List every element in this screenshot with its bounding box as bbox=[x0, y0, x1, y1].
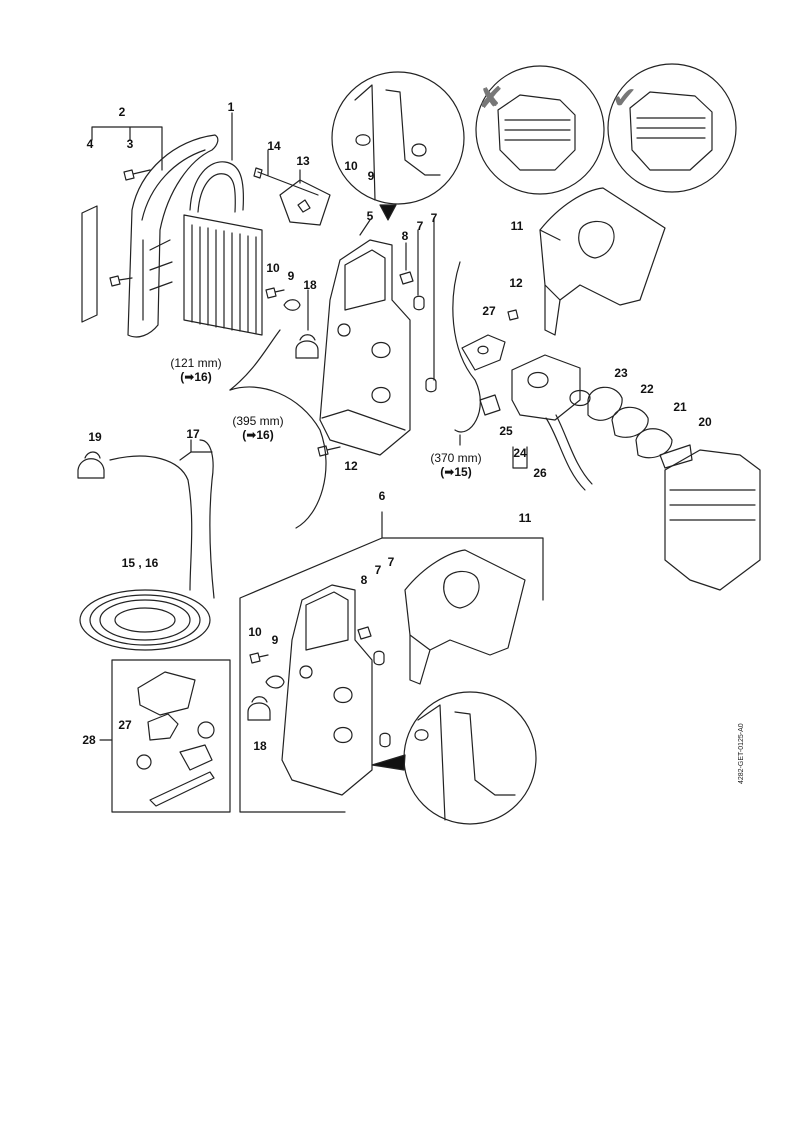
callout-20: 20 bbox=[698, 415, 712, 429]
decal-label bbox=[81, 205, 98, 323]
carburetor-housing-upper bbox=[319, 239, 411, 456]
callout-23: 23 bbox=[614, 366, 628, 380]
bracket-13 bbox=[279, 179, 331, 226]
primer-bulb-18-lower bbox=[247, 696, 271, 721]
hose-395-length: (395 mm) bbox=[232, 414, 284, 428]
check-mark-icon: ✔ bbox=[612, 81, 637, 116]
spacer-7-upper-a bbox=[413, 295, 425, 311]
callout-18-upper: 18 bbox=[303, 278, 317, 292]
callout-10-detail: 10 bbox=[344, 159, 358, 173]
gasket-27-upper bbox=[461, 334, 506, 371]
callout-22: 22 bbox=[640, 382, 654, 396]
callout-24: 24 bbox=[513, 446, 527, 460]
hose-121-length: (121 mm) bbox=[170, 356, 222, 370]
callout-18-lower: 18 bbox=[253, 739, 267, 753]
callout-3: 3 bbox=[126, 137, 134, 151]
callout-11-lower: 11 bbox=[518, 511, 532, 525]
detail-circle-housing bbox=[331, 71, 465, 221]
engine-partial bbox=[664, 449, 761, 591]
callout-21: 21 bbox=[673, 400, 687, 414]
callout-1: 1 bbox=[227, 100, 235, 114]
callout-8-upper: 8 bbox=[401, 229, 409, 243]
callout-4: 4 bbox=[86, 137, 94, 151]
callout-13: 13 bbox=[296, 154, 310, 168]
callout-6: 6 bbox=[378, 489, 386, 503]
callout-28: 28 bbox=[82, 733, 96, 747]
screw-10-lower bbox=[249, 652, 269, 664]
carburetor-housing-lower bbox=[281, 584, 373, 796]
callout-11-upper: 11 bbox=[510, 219, 524, 233]
hose-370-note: (370 mm) (➡15) bbox=[430, 451, 481, 479]
kit-box-28 bbox=[111, 659, 231, 813]
spacer-7-lower-b bbox=[379, 732, 391, 748]
hose-370-ref: (➡15) bbox=[440, 465, 472, 479]
hose-121-note: (121 mm) (➡16) bbox=[170, 356, 221, 384]
hose-coil bbox=[79, 589, 211, 651]
hose-370-length: (370 mm) bbox=[430, 451, 482, 465]
cover-11-lower bbox=[404, 549, 526, 685]
nut-8-upper bbox=[399, 271, 414, 285]
intake-parts bbox=[569, 386, 693, 469]
leader-lines bbox=[91, 112, 561, 813]
spacer-7-upper-b bbox=[425, 377, 437, 393]
screw-12-lower bbox=[317, 445, 341, 457]
callout-9-detail: 9 bbox=[367, 169, 375, 183]
carburetor bbox=[479, 354, 581, 421]
screw-12-upper bbox=[507, 309, 519, 321]
detail-circle-housing-lower bbox=[371, 691, 537, 825]
callout-5: 5 bbox=[366, 209, 374, 223]
screw-3 bbox=[123, 169, 151, 181]
screw-3b bbox=[109, 275, 133, 287]
callout-27-upper: 27 bbox=[482, 304, 496, 318]
wrong-mark-icon: ✘ bbox=[478, 81, 503, 116]
callout-10-lower: 10 bbox=[248, 625, 262, 639]
nut-8-lower bbox=[357, 626, 372, 640]
callout-25: 25 bbox=[499, 424, 513, 438]
callout-7-upper-a: 7 bbox=[416, 219, 424, 233]
filter-cover bbox=[127, 134, 219, 338]
screw-10-upper bbox=[265, 287, 285, 299]
hose-370 bbox=[452, 261, 481, 433]
hose-395-ref: (➡16) bbox=[242, 428, 274, 442]
callout-7-upper-b: 7 bbox=[430, 211, 438, 225]
spacer-7-lower-a bbox=[373, 650, 385, 666]
callout-15-16: 15 , 16 bbox=[121, 556, 159, 570]
hose-26 bbox=[545, 414, 593, 491]
callout-27-kit: 27 bbox=[118, 718, 132, 732]
callout-10-upper: 10 bbox=[266, 261, 280, 275]
hose-395-note: (395 mm) (➡16) bbox=[232, 414, 283, 442]
primer-bulb-19 bbox=[77, 451, 105, 479]
callout-17: 17 bbox=[186, 427, 200, 441]
grommet-9-upper bbox=[283, 299, 301, 311]
primer-bulb-18-upper bbox=[295, 334, 319, 359]
document-id: 4282-GET-0125-A0 bbox=[738, 723, 745, 784]
hose-long-395 bbox=[229, 386, 327, 529]
callout-8-lower: 8 bbox=[360, 573, 368, 587]
bolt-14 bbox=[253, 167, 319, 196]
callout-12-upper: 12 bbox=[509, 276, 523, 290]
cover-11-upper bbox=[539, 187, 666, 336]
callout-9-upper: 9 bbox=[287, 269, 295, 283]
hose-upper-short bbox=[229, 329, 281, 391]
hose-121-ref: (➡16) bbox=[180, 370, 212, 384]
callout-12-lower: 12 bbox=[344, 459, 358, 473]
detail-circle-wrong bbox=[475, 65, 605, 195]
callout-9-lower: 9 bbox=[271, 633, 279, 647]
callout-7-lower-a: 7 bbox=[374, 563, 382, 577]
callout-26: 26 bbox=[533, 466, 547, 480]
air-filter bbox=[183, 161, 263, 336]
detail-circle-right bbox=[607, 63, 737, 193]
grommet-9-lower bbox=[265, 675, 285, 689]
callout-14: 14 bbox=[267, 139, 281, 153]
fuel-hoses-17 bbox=[109, 439, 215, 599]
callout-7-lower-b: 7 bbox=[387, 555, 395, 569]
callout-19: 19 bbox=[88, 430, 102, 444]
callout-2: 2 bbox=[118, 105, 126, 119]
